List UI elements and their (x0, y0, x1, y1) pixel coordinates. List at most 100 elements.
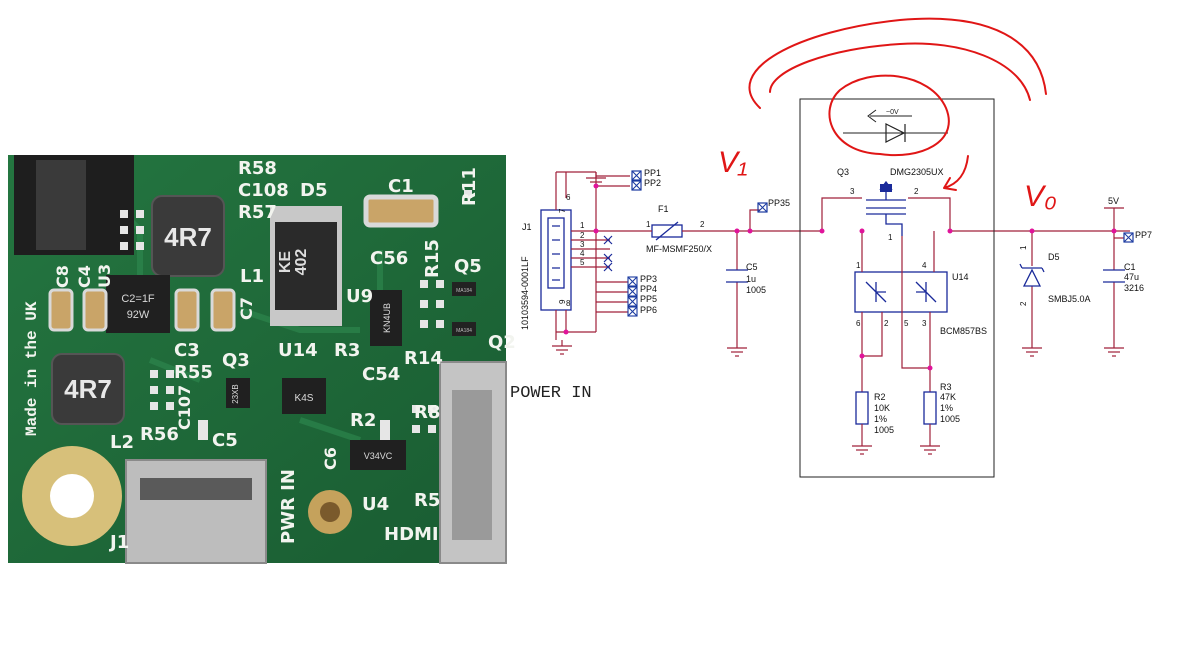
c5-value: 1u (746, 274, 756, 284)
pp12-wires (596, 175, 630, 187)
silk-r56: R56 (140, 424, 179, 445)
u14-pin1: 1 (856, 261, 861, 270)
u14-mark: K4S (295, 393, 314, 404)
annot-diode-note: ~0V (886, 109, 899, 116)
inductor-l1 (151, 195, 225, 277)
j1-pin9: 9 (558, 299, 567, 304)
dual-transistor-u14: U14 BCM857BS 1 4 6 2 5 3 (854, 231, 987, 392)
q3-ref: Q3 (837, 167, 849, 177)
q3-source-drain-wires (821, 197, 951, 231)
silk-u4: U4 (362, 494, 389, 515)
silk-c8: C8 (53, 265, 72, 288)
silk-c4: C4 (75, 265, 94, 288)
ic-u9 (370, 290, 402, 346)
u14-pin6: 6 (856, 319, 861, 328)
resistor-r2: R2 10K 1% 1005 (852, 391, 894, 455)
j1-pin7: 7 (558, 208, 567, 213)
pp35-box (757, 202, 768, 213)
q3-pin2: 2 (914, 187, 919, 196)
u14-part: BCM857BS (940, 326, 987, 336)
ic-u3-mark-b: 92W (127, 309, 150, 321)
j1-pin2: 2 (580, 231, 585, 240)
u14-top-wires (861, 231, 935, 272)
j1-ref: J1 (522, 222, 532, 232)
q5-mark-a: MA184 (456, 288, 472, 294)
silk-c6: C6 (321, 447, 340, 470)
silk-r58: R58 (238, 158, 277, 179)
j1-pin8: 8 (566, 299, 571, 308)
q5-mark-b: MA184 (456, 328, 472, 334)
r2-body (855, 391, 869, 425)
r2-tol: 1% (874, 414, 887, 424)
r2-ref: R2 (874, 392, 886, 402)
silk-q5: Q5 (454, 256, 482, 277)
silk-c3: C3 (174, 340, 200, 361)
j1-pin-wires (571, 230, 610, 268)
pp1-box (631, 170, 642, 181)
d5-pin1: 1 (1019, 245, 1028, 250)
schematic: 5V J1 10103594-0001LF 1 2 3 4 5 6 8 7 9 (520, 98, 1152, 478)
silk-u9: U9 (346, 286, 373, 307)
q3-part: DMG2305UX (890, 167, 944, 177)
q3-arrow (880, 184, 892, 192)
diode-d5-mark-a: 402 (293, 249, 310, 276)
diode-d5-top (275, 222, 337, 310)
u4-mark: V34VC (364, 451, 393, 461)
silk-j1: J1 (108, 532, 129, 553)
d5-bar (1019, 263, 1045, 273)
ic-u3-mark-a: C2=1F (121, 293, 155, 305)
j1-pin4: 4 (580, 249, 585, 258)
pp35-label: PP35 (768, 198, 790, 208)
r3-value: 47K (940, 392, 956, 402)
junction-dots (563, 183, 1117, 371)
silk-l2: L2 (110, 432, 134, 453)
j1-pin3: 3 (580, 240, 585, 249)
u14-pin5: 5 (904, 319, 909, 328)
mounting-hole (50, 474, 94, 518)
capacitor-c3 (174, 288, 200, 332)
q3-mark: 23XB (231, 384, 240, 404)
pp3-label: PP3 (640, 274, 657, 284)
silk-made-in-uk: Made in the UK (23, 301, 41, 436)
r2-value: 10K (874, 403, 890, 413)
r3-body (923, 391, 937, 425)
u14-body (854, 271, 948, 313)
power-in-caption: POWER IN (510, 384, 592, 403)
f1-pin1: 1 (646, 220, 651, 229)
j1-body (540, 209, 572, 311)
pp2-label: PP2 (644, 178, 661, 188)
q5-part-a (452, 282, 476, 296)
f1-part: MF-MSMF250/X (646, 244, 712, 254)
pp1-label: PP1 (644, 168, 661, 178)
annot-vo: V₀ (1024, 180, 1057, 213)
d5-triangle (1022, 268, 1042, 287)
d5-ref: D5 (1048, 252, 1060, 262)
silk-pwr-in: PWR IN (278, 469, 299, 544)
annot-outer-loop-inner (769, 42, 1031, 101)
u14-right-bottom (901, 236, 931, 392)
silk-hdmi: HDMI (384, 524, 439, 545)
f1-pin2: 2 (700, 220, 705, 229)
silk-c5: C5 (212, 430, 238, 451)
silk-c7: C7 (237, 297, 256, 320)
f1-slash (655, 221, 679, 241)
annot-v1: V₁ (718, 146, 747, 179)
capacitor-c1 (363, 194, 439, 228)
silk-q2: Q2 (488, 332, 516, 353)
pp4-label: PP4 (640, 284, 657, 294)
micro-usb-connector (125, 459, 267, 564)
connector-j1: J1 10103594-0001LF 1 2 3 4 5 6 8 7 9 (520, 171, 613, 355)
protection-block-outline (799, 98, 995, 478)
inductor-l1-mark: 4R7 (164, 222, 212, 252)
d5-pin2: 2 (1019, 301, 1028, 306)
resistor-r3: R3 47K 1% 1005 (920, 382, 960, 455)
pp2-box (631, 180, 642, 191)
silk-r14: R14 (404, 348, 443, 369)
j1-pin5: 5 (580, 258, 585, 267)
silk-u3: U3 (95, 264, 114, 288)
pp6-label: PP6 (640, 305, 657, 315)
annot-diode-triangle (885, 123, 906, 143)
silk-l1: L1 (240, 266, 264, 287)
annot-current-arrow (867, 109, 912, 123)
